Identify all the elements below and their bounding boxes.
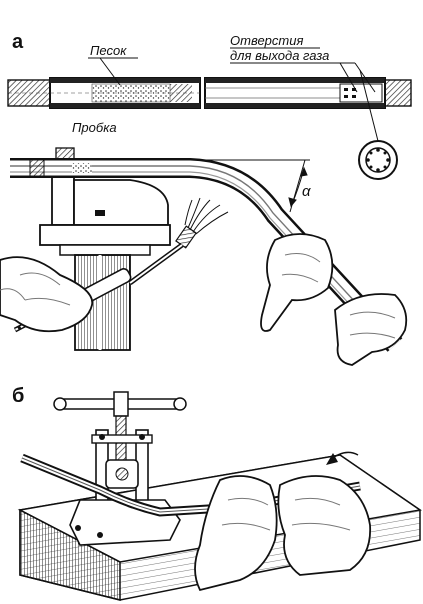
panel-b-letter: б xyxy=(12,385,24,407)
sand-filled-pipe-section xyxy=(7,77,201,109)
plug-label: Пробка xyxy=(72,120,117,135)
pipe-bender-tool xyxy=(53,391,187,546)
torch-flame xyxy=(184,197,229,235)
leader-lines xyxy=(88,47,379,142)
pipe-in-bender xyxy=(20,453,361,517)
gas-holes-label-line1: Отверстия xyxy=(230,33,303,48)
pipe-section-gas-holes xyxy=(204,77,412,109)
pipe-being-bent xyxy=(10,158,403,352)
angle-alpha-label: α xyxy=(302,183,311,200)
panel-a: а xyxy=(0,31,412,366)
panel-a-letter: а xyxy=(12,31,24,53)
panel-b: б xyxy=(12,385,422,601)
hand-glove-right-b xyxy=(277,475,372,576)
gas-holes-label-line2: для выхода газа xyxy=(230,48,329,63)
right-hand-glove-bottom xyxy=(334,293,408,366)
rotation-direction-arrow xyxy=(326,451,359,465)
plug-end-view xyxy=(358,140,398,180)
hand-glove-left-b xyxy=(194,475,278,592)
sand-label: Песок xyxy=(90,43,127,58)
right-hand-glove-top xyxy=(260,233,334,332)
left-hand-glove xyxy=(0,256,94,333)
bend-angle-indicator xyxy=(200,159,310,213)
